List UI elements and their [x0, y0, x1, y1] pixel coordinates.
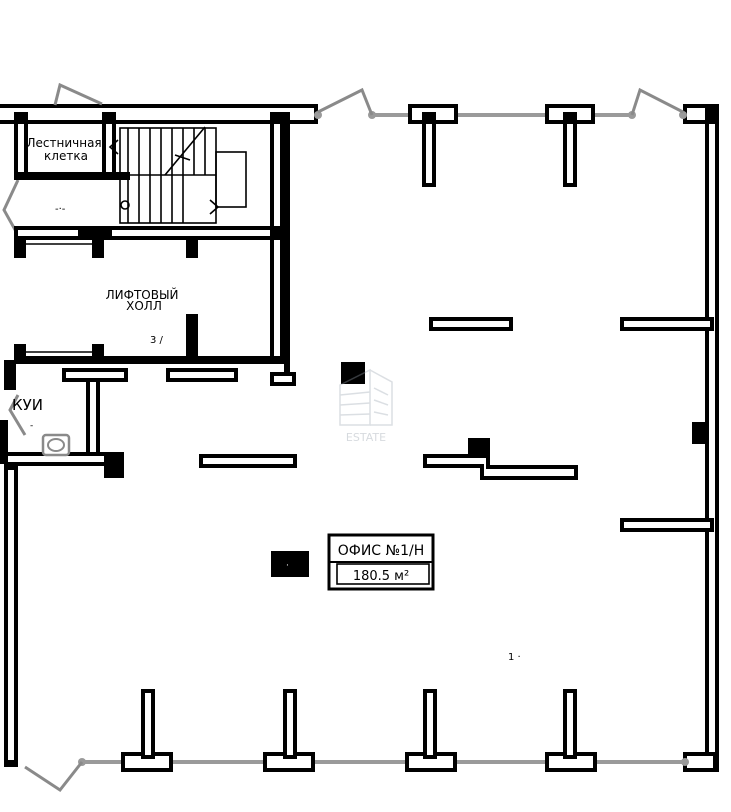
watermark-text: ESTATE [346, 431, 386, 444]
kui-mark: - [30, 421, 33, 431]
office-name: ОФИС №1/Н [338, 543, 424, 559]
stairwell-label-line1: Лестничная [27, 136, 102, 150]
stairwell-label-line2: клетка [44, 149, 88, 163]
windows [78, 111, 689, 766]
watermark-logo-icon [339, 368, 393, 426]
bottom-pillars [141, 689, 577, 759]
lift-hall-mark: 3 / [150, 335, 164, 346]
lift-hall-label: ЛИФТОВЫЙ ХОЛЛ [106, 287, 183, 313]
kui-label: КУИ [12, 396, 43, 414]
stairwell-label: Лестничная клетка [27, 136, 106, 163]
doors [2, 82, 684, 793]
lift-hall-label-line2: ХОЛЛ [126, 299, 162, 313]
watermark: ESTATE [339, 368, 393, 444]
lift-hall-label-line1: ЛИФТОВЫЙ [106, 287, 179, 302]
interior-walls [199, 317, 714, 532]
top-pillars [422, 112, 577, 187]
core-block [0, 112, 296, 478]
marker-box: · [271, 551, 309, 577]
sink-icon [41, 433, 71, 457]
office-area: 180.5 м² [353, 569, 409, 584]
room-labels: Лестничная клетка -·- ЛИФТОВЫЙ ХОЛЛ 3 / … [12, 136, 521, 663]
marker-box-text: · [286, 561, 289, 571]
stairwell-mark: -·- [55, 204, 66, 215]
office-mark: 1 · [508, 652, 521, 663]
office-tag: ОФИС №1/Н 180.5 м² [327, 533, 435, 591]
